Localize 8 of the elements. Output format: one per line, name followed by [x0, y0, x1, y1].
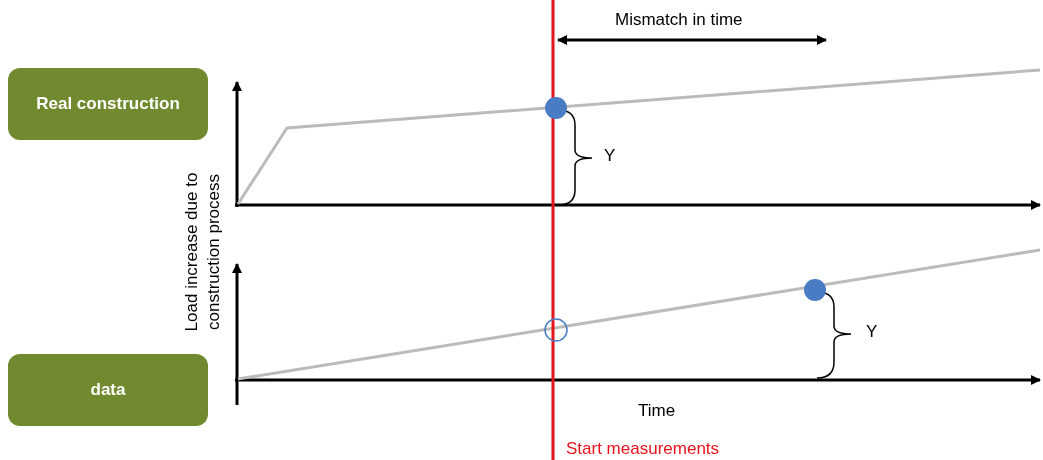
- reference-line-label: Start measurements: [566, 439, 720, 459]
- axis-title: Load increase due to construction process: [181, 171, 224, 334]
- brace-label: Y: [866, 322, 878, 342]
- brace-label: Y: [604, 146, 616, 166]
- label-box: Real construction: [8, 68, 208, 140]
- axis-title: Time: [638, 401, 676, 421]
- annotation-label: Mismatch in time: [615, 10, 743, 30]
- label-box: data: [8, 354, 208, 426]
